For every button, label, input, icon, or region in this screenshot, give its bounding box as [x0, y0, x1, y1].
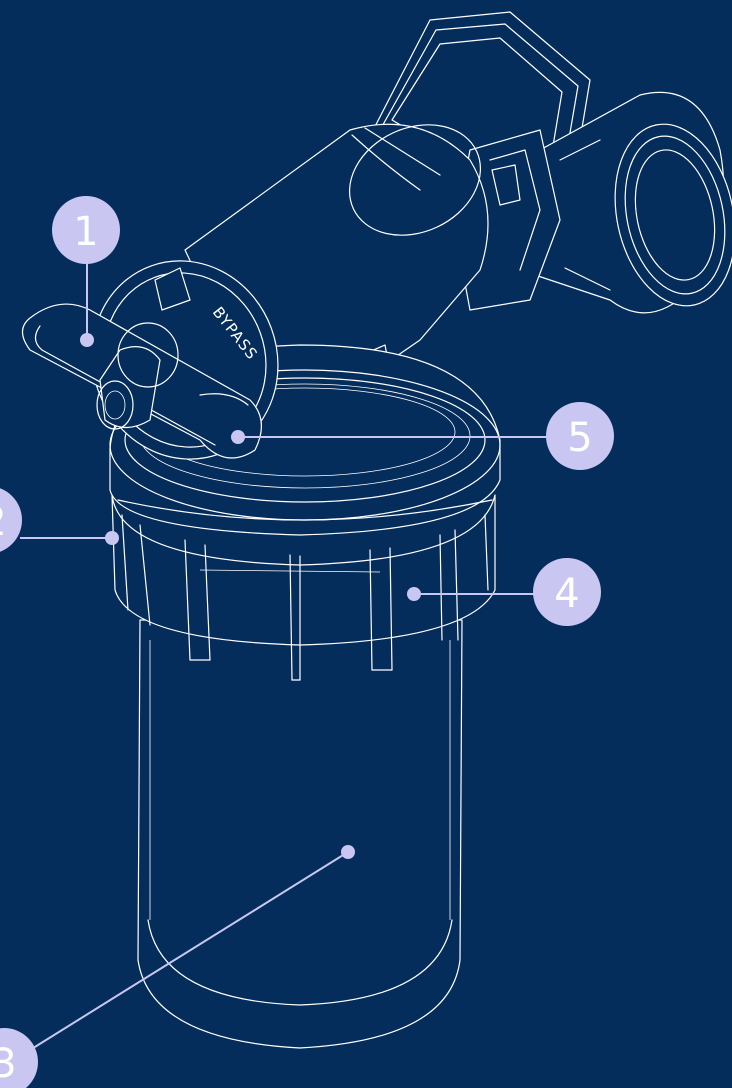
callout-number-4: 4 [554, 571, 579, 617]
callout-number-1: 1 [73, 209, 98, 255]
leader-dot-3 [341, 845, 355, 859]
filter-bowl [138, 620, 462, 1048]
callout-number-2: 2 [0, 499, 7, 545]
leader-dot-2 [105, 531, 119, 545]
leader-dot-4 [407, 587, 421, 601]
leader-dot-5 [231, 430, 245, 444]
callout-number-3: 3 [0, 1041, 17, 1087]
callout-2: 2 [0, 486, 119, 554]
leader-dot-1 [80, 333, 94, 347]
callout-number-5: 5 [567, 415, 592, 461]
